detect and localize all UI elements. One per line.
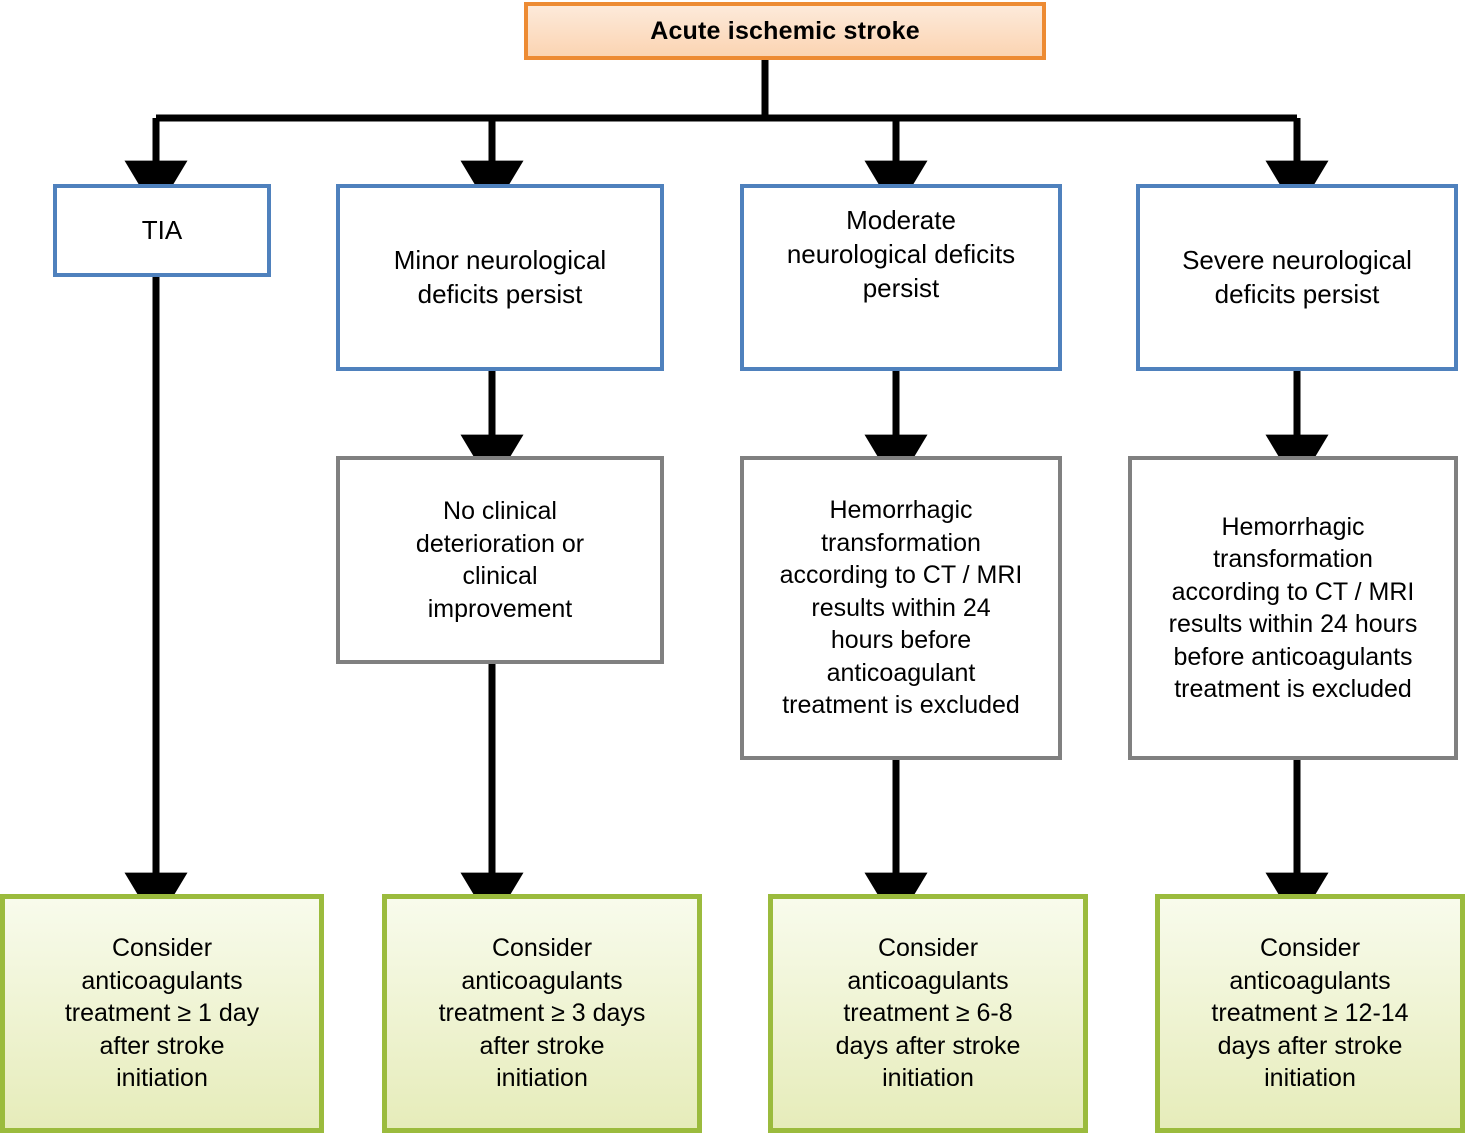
node-hemorrhagic-transformation-severe-label: Hemorrhagic transformation according to …: [1168, 512, 1418, 704]
node-outcome-1-day-label: Consider anticoagulants treatment ≥ 1 da…: [64, 934, 260, 1093]
node-hemorrhagic-transformation-moderate[interactable]: Hemorrhagic transformation according to …: [740, 456, 1062, 760]
node-acute-ischemic-stroke[interactable]: Acute ischemic stroke: [524, 2, 1046, 60]
node-no-clinical-deterioration[interactable]: No clinical deterioration or clinical im…: [336, 456, 664, 664]
node-moderate-neurological-deficits[interactable]: Moderate neurological deficits persist: [740, 184, 1062, 371]
node-outcome-3-days-label: Consider anticoagulants treatment ≥ 3 da…: [438, 934, 646, 1093]
node-outcome-12-14-days[interactable]: Consider anticoagulants treatment ≥ 12-1…: [1155, 894, 1465, 1133]
node-acute-ischemic-stroke-label: Acute ischemic stroke: [650, 16, 920, 45]
node-moderate-neurological-deficits-label: Moderate neurological deficits persist: [786, 205, 1016, 303]
node-outcome-6-8-days-label: Consider anticoagulants treatment ≥ 6-8 …: [835, 934, 1021, 1093]
node-outcome-1-day[interactable]: Consider anticoagulants treatment ≥ 1 da…: [0, 894, 324, 1133]
node-severe-neurological-deficits-label: Severe neurological deficits persist: [1182, 244, 1412, 309]
node-outcome-12-14-days-label: Consider anticoagulants treatment ≥ 12-1…: [1211, 934, 1409, 1093]
node-tia[interactable]: TIA: [53, 184, 271, 277]
node-severe-neurological-deficits[interactable]: Severe neurological deficits persist: [1136, 184, 1458, 371]
node-outcome-3-days[interactable]: Consider anticoagulants treatment ≥ 3 da…: [382, 894, 702, 1133]
node-tia-label: TIA: [141, 214, 183, 245]
node-hemorrhagic-transformation-severe[interactable]: Hemorrhagic transformation according to …: [1128, 456, 1458, 760]
node-no-clinical-deterioration-label: No clinical deterioration or clinical im…: [415, 497, 585, 623]
node-hemorrhagic-transformation-moderate-label: Hemorrhagic transformation according to …: [779, 496, 1023, 720]
node-minor-neurological-deficits[interactable]: Minor neurological deficits persist: [336, 184, 664, 371]
node-outcome-6-8-days[interactable]: Consider anticoagulants treatment ≥ 6-8 …: [768, 894, 1088, 1133]
node-minor-neurological-deficits-label: Minor neurological deficits persist: [393, 244, 607, 309]
